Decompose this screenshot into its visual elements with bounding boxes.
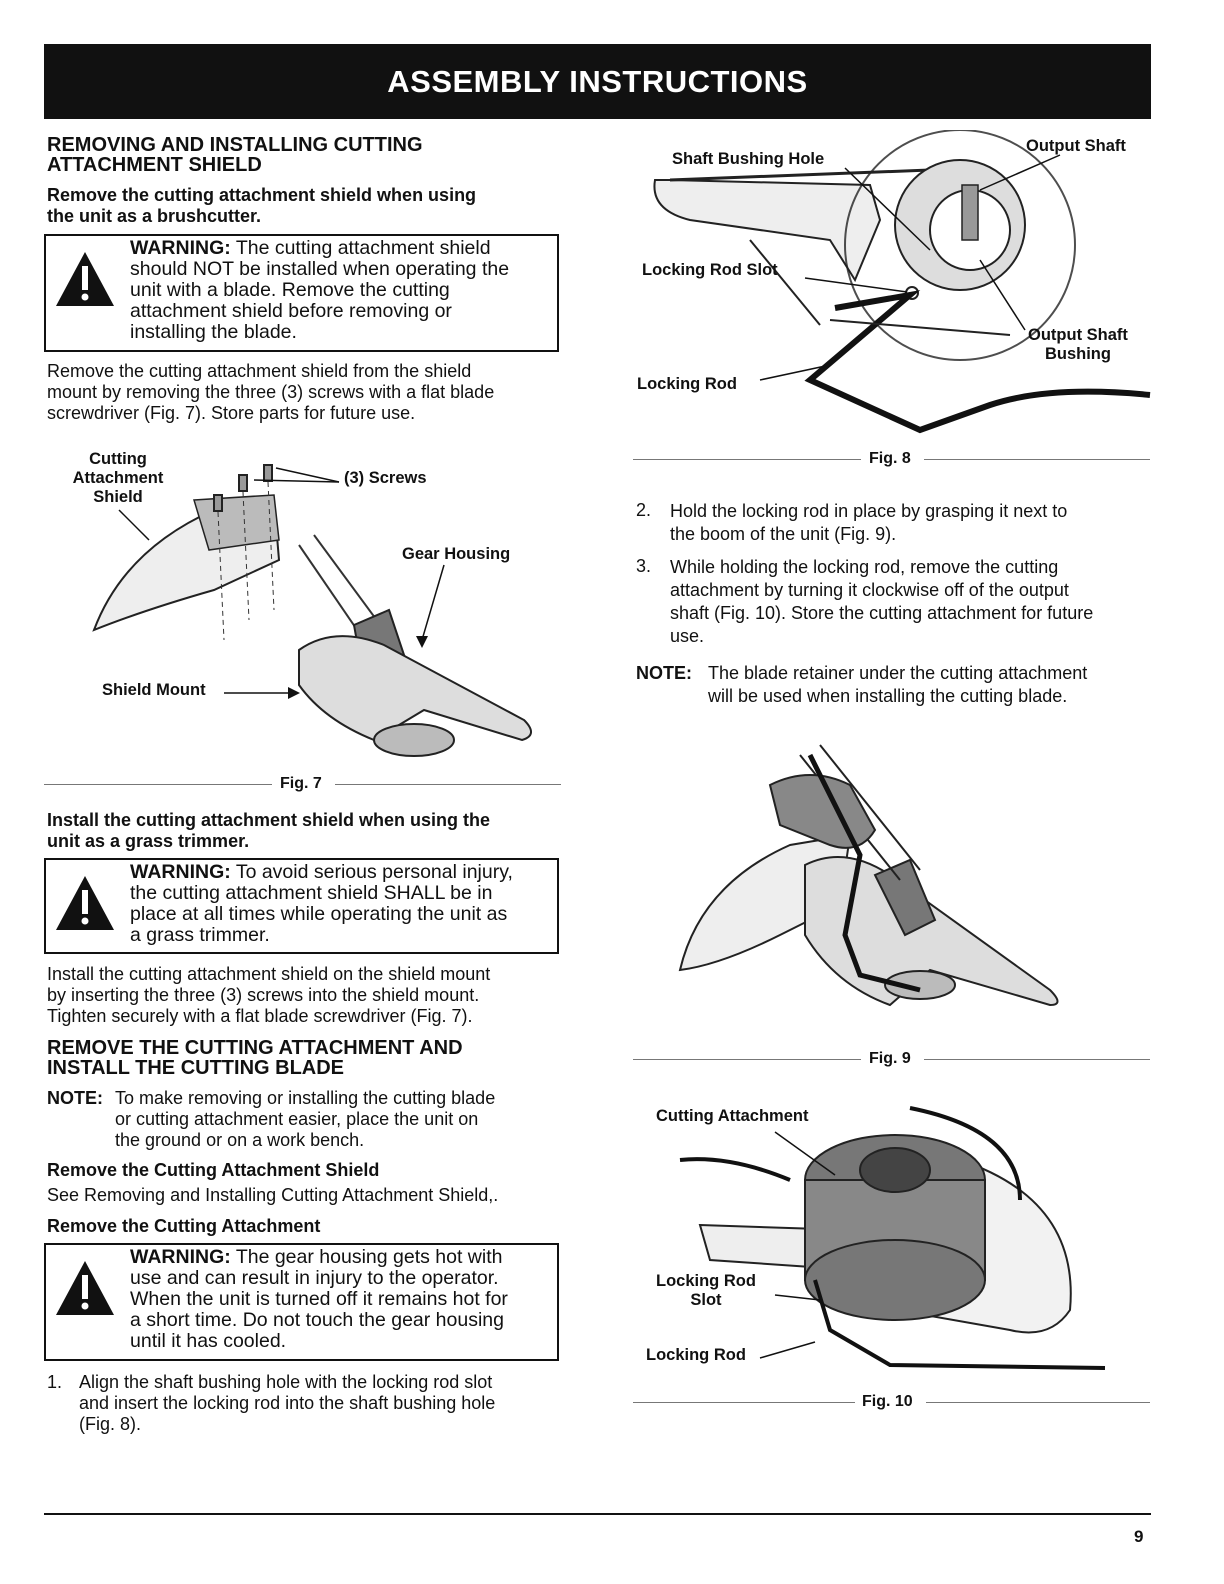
label-shaft-bushing-hole: Shaft Bushing Hole <box>672 150 825 168</box>
figure-rule <box>335 784 561 785</box>
figure-rule <box>633 459 861 460</box>
section-heading-shield: REMOVING AND INSTALLING CUTTING ATTACHME… <box>47 134 423 176</box>
figure-rule <box>44 784 272 785</box>
warning-text: WARNING: The cutting attachment shield s… <box>130 237 510 343</box>
label-shield-mount: Shield Mount <box>102 681 206 699</box>
locking-rod-illustration <box>653 129 1151 434</box>
warning-icon <box>56 876 114 930</box>
subheading-remove-shield-2: Remove the Cutting Attachment Shield <box>47 1160 380 1180</box>
figure-7-caption: Fig. 7 <box>280 775 322 792</box>
note-blade-retainer: NOTE: The blade retainer under the cutti… <box>636 663 1088 706</box>
figure-rule <box>924 1059 1150 1060</box>
figure-9-caption: Fig. 9 <box>869 1050 911 1067</box>
warning-icon <box>56 1261 114 1315</box>
label-locking-rod-10: Locking Rod <box>646 1346 746 1364</box>
warning-box-blade: WARNING: The cutting attachment shield s… <box>44 234 559 352</box>
step-2: 2. Hold the locking rod in place by gras… <box>636 500 1068 544</box>
page-banner: ASSEMBLY INSTRUCTIONS <box>44 44 1151 119</box>
figure-rule <box>633 1402 855 1403</box>
figure-8: Shaft Bushing Hole Output Shaft Locking … <box>630 129 1155 445</box>
warning-text: WARNING: The gear housing gets hot with … <box>130 1246 508 1352</box>
figure-rule <box>926 1402 1150 1403</box>
label-cutting-attachment: Cutting Attachment <box>656 1107 809 1125</box>
step-3: 3. While holding the locking rod, remove… <box>636 556 1094 646</box>
banner-title: ASSEMBLY INSTRUCTIONS <box>387 63 808 99</box>
footer-rule <box>44 1513 1151 1515</box>
label-output-shaft-bushing: Output Shaft Bushing <box>1028 326 1128 363</box>
label-cutting-attachment-shield: Cutting Attachment Shield <box>72 450 164 506</box>
subheading-install-shield: Install the cutting attachment shield wh… <box>47 810 491 851</box>
figure-8-caption: Fig. 8 <box>869 450 911 467</box>
label-gear-housing: Gear Housing <box>402 545 511 563</box>
figure-9 <box>660 735 1080 1035</box>
warning-box-hot: WARNING: The gear housing gets hot with … <box>44 1243 559 1361</box>
figure-rule <box>633 1059 861 1060</box>
cutting-attachment-illustration <box>679 1106 1106 1370</box>
warning-box-injury: WARNING: To avoid serious personal injur… <box>44 858 559 954</box>
section-heading-blade: REMOVE THE CUTTING ATTACHMENT AND INSTAL… <box>47 1037 463 1079</box>
paragraph-see-shield: See Removing and Installing Cutting Atta… <box>47 1185 499 1205</box>
warning-icon <box>56 252 114 306</box>
paragraph-install-shield: Install the cutting attachment shield on… <box>47 964 491 1026</box>
label-output-shaft: Output Shaft <box>1026 137 1126 155</box>
hand-holding-rod-illustration <box>678 744 1059 1007</box>
label-locking-rod-slot-10: Locking Rod Slot <box>656 1272 756 1309</box>
label-locking-rod-slot: Locking Rod Slot <box>642 261 778 279</box>
warning-text: WARNING: To avoid serious personal injur… <box>130 861 513 946</box>
figure-10: Cutting Attachment Locking Rod Slot Lock… <box>640 1100 1120 1390</box>
label-screws: (3) Screws <box>344 469 427 487</box>
subheading-remove-attachment: Remove the Cutting Attachment <box>47 1216 321 1236</box>
figure-rule <box>924 459 1150 460</box>
page-number: 9 <box>1134 1527 1144 1546</box>
note-work-bench: NOTE: To make removing or installing the… <box>47 1088 496 1150</box>
label-locking-rod: Locking Rod <box>637 375 737 393</box>
trimmer-head-illustration <box>92 464 532 757</box>
figure-7: Cutting Attachment Shield (3) Screws Gea… <box>44 440 564 770</box>
subheading-remove-shield: Remove the cutting attachment shield whe… <box>47 185 477 226</box>
figure-10-caption: Fig. 10 <box>862 1393 913 1410</box>
step-1: 1. Align the shaft bushing hole with the… <box>47 1372 496 1434</box>
paragraph-remove-shield: Remove the cutting attachment shield fro… <box>47 361 495 423</box>
